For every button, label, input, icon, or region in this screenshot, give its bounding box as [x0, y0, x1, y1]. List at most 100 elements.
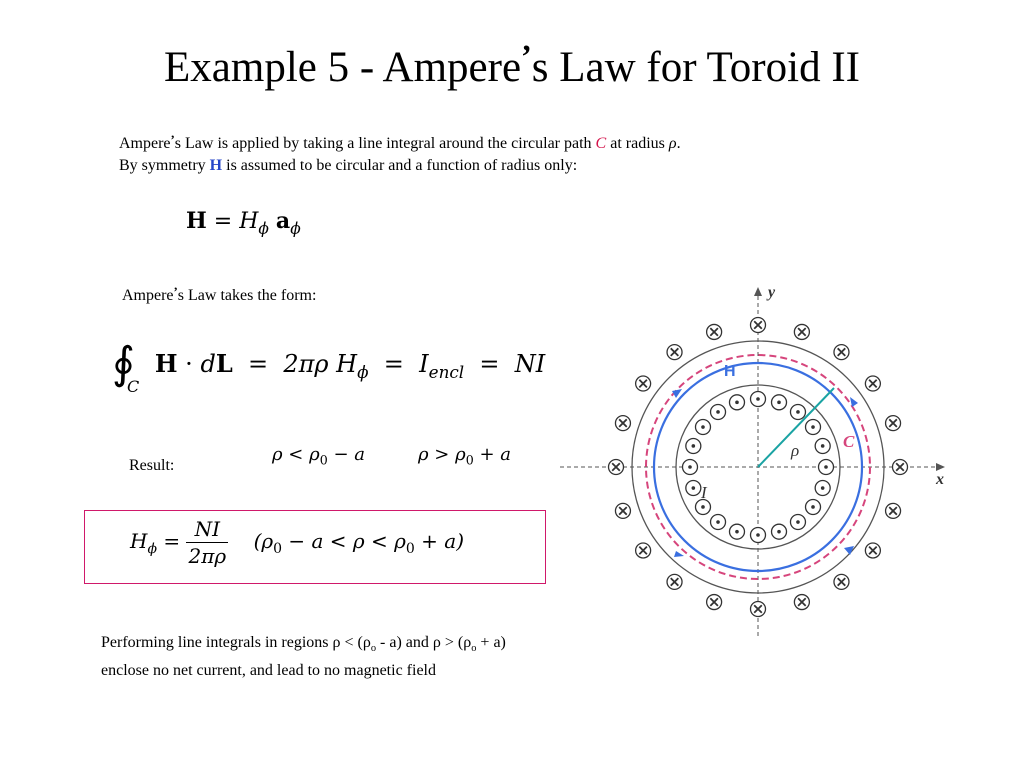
eq-phi-sub: ϕ: [290, 219, 301, 238]
eq-bold-a: a: [275, 208, 291, 234]
cond-text: ρ > ρ: [418, 444, 466, 465]
current-out-of-page-icon: [709, 513, 727, 531]
result-box: [84, 510, 546, 584]
toroid-diagram: y x H C ρ I: [560, 284, 945, 636]
eq-dot: ·: [185, 350, 193, 378]
current-into-page-icon: [833, 343, 850, 361]
form-label: Ampere’s Law takes the form:: [122, 285, 316, 307]
cond-text: − a: [327, 444, 365, 465]
current-into-page-icon: [705, 323, 723, 341]
current-label: I: [700, 483, 708, 502]
bottom-line-2: enclose no net current, and lead to no m…: [101, 662, 436, 680]
eq-phi-sub: ϕ: [258, 219, 269, 238]
arrow-icon: [674, 551, 684, 557]
current-into-page-icon: [614, 502, 632, 520]
equation-integral: ∮C H · dL = 2πρ Hϕ = Iencl = NI: [112, 332, 545, 402]
current-out-of-page-icon: [749, 526, 767, 544]
current-out-of-page-icon: [804, 498, 822, 516]
current-out-of-page-icon: [749, 390, 767, 408]
current-out-of-page-icon: [685, 437, 702, 455]
current-into-page-icon: [864, 375, 882, 392]
bottom-line-1: Performing line integrals in regions ρ <…: [101, 632, 506, 660]
h-symbol: H: [209, 157, 223, 174]
intro-apostrophe: ’: [170, 132, 175, 147]
inner-current-markers: [681, 390, 835, 544]
current-out-of-page-icon: [728, 394, 746, 411]
integral-sub-c: C: [126, 376, 140, 396]
intro-text: at radius: [606, 135, 669, 152]
current-into-page-icon: [749, 600, 767, 618]
eq-h-phi: H: [130, 529, 148, 553]
current-into-page-icon: [634, 375, 652, 392]
current-out-of-page-icon: [694, 418, 712, 436]
arrow-icon: [672, 389, 682, 398]
cond-text: + a: [473, 444, 511, 465]
form-label-text: Ampere: [122, 287, 174, 304]
result-label: Result:: [129, 457, 175, 474]
intro-text: s Law is applied by taking a line integr…: [174, 135, 596, 152]
cond-sub: 0: [465, 452, 474, 468]
fraction-denominator: 2πρ: [188, 544, 227, 568]
fraction-numerator: NI: [186, 516, 229, 543]
title-apostrophe: ’: [521, 37, 532, 74]
bottom-sub: o: [471, 643, 477, 655]
cond-text: ρ < ρ: [272, 444, 320, 465]
intro-text: By symmetry: [119, 157, 210, 174]
eq-bold-h: H: [154, 349, 178, 378]
current-out-of-page-icon: [804, 418, 822, 436]
radius-line: [757, 387, 835, 468]
current-out-of-page-icon: [681, 458, 699, 476]
form-label-apostrophe: ’: [173, 284, 178, 299]
intro-text: .: [676, 135, 681, 152]
current-into-page-icon: [666, 343, 683, 361]
form-label-text: s Law takes the form:: [177, 287, 317, 304]
eq-two-pi-rho: 2πρ: [283, 350, 329, 378]
intro-text: is assumed to be circular and a function…: [222, 157, 578, 174]
condition-outer: ρ > ρ0 + a: [418, 444, 511, 468]
current-out-of-page-icon: [814, 479, 831, 497]
dashed-path-c: [645, 354, 871, 580]
eq-equals: =: [247, 350, 269, 378]
bottom-sub: o: [370, 643, 377, 655]
current-out-of-page-icon: [770, 523, 788, 540]
rho-symbol: ρ: [668, 135, 677, 152]
current-out-of-page-icon: [814, 437, 831, 455]
current-into-page-icon: [833, 573, 850, 591]
eq-equals: =: [163, 529, 181, 553]
eq-bold-l: L: [215, 349, 233, 378]
h-label: H: [724, 363, 736, 380]
result-equation: Hϕ = NI 2πρ (ρ0 − a < ρ < ρ0 + a): [130, 516, 464, 569]
eq-equals: =: [213, 209, 233, 234]
range-sub: 0: [405, 541, 415, 557]
condition-inner: ρ < ρ0 − a: [272, 444, 365, 468]
h-field-arrows: [672, 389, 858, 557]
current-out-of-page-icon: [709, 403, 727, 421]
toroid-outer-boundary: [631, 340, 885, 594]
range-text: (ρ: [253, 529, 274, 553]
current-into-page-icon: [705, 593, 723, 611]
current-into-page-icon: [884, 414, 902, 432]
current-out-of-page-icon: [789, 513, 807, 531]
eq-bold-h: H: [186, 208, 207, 234]
arrow-icon: [850, 397, 858, 407]
current-out-of-page-icon: [770, 394, 788, 411]
eq-ni: NI: [514, 350, 546, 378]
path-symbol-c: C: [595, 135, 607, 152]
eq-encl-sub: encl: [428, 361, 465, 382]
current-out-of-page-icon: [685, 479, 702, 497]
bottom-text: + a): [476, 634, 506, 651]
bottom-text: - a) and ρ > (ρ: [376, 634, 472, 651]
current-into-page-icon: [864, 542, 882, 559]
current-into-page-icon: [891, 458, 909, 476]
intro-line-1: Ampere’s Law is applied by taking a line…: [119, 133, 681, 155]
current-into-page-icon: [607, 458, 625, 476]
toroid-inner-boundary: [675, 384, 841, 550]
y-axis-label: y: [766, 284, 776, 301]
title-text-part1: Example 5 - Ampere: [164, 44, 522, 91]
current-out-of-page-icon: [817, 458, 835, 476]
eq-equals: =: [383, 350, 404, 378]
eq-equals: =: [479, 350, 500, 378]
integral-sign: ∮: [112, 338, 135, 389]
intro-text: Ampere: [119, 135, 171, 152]
h-field-path: [652, 361, 864, 573]
